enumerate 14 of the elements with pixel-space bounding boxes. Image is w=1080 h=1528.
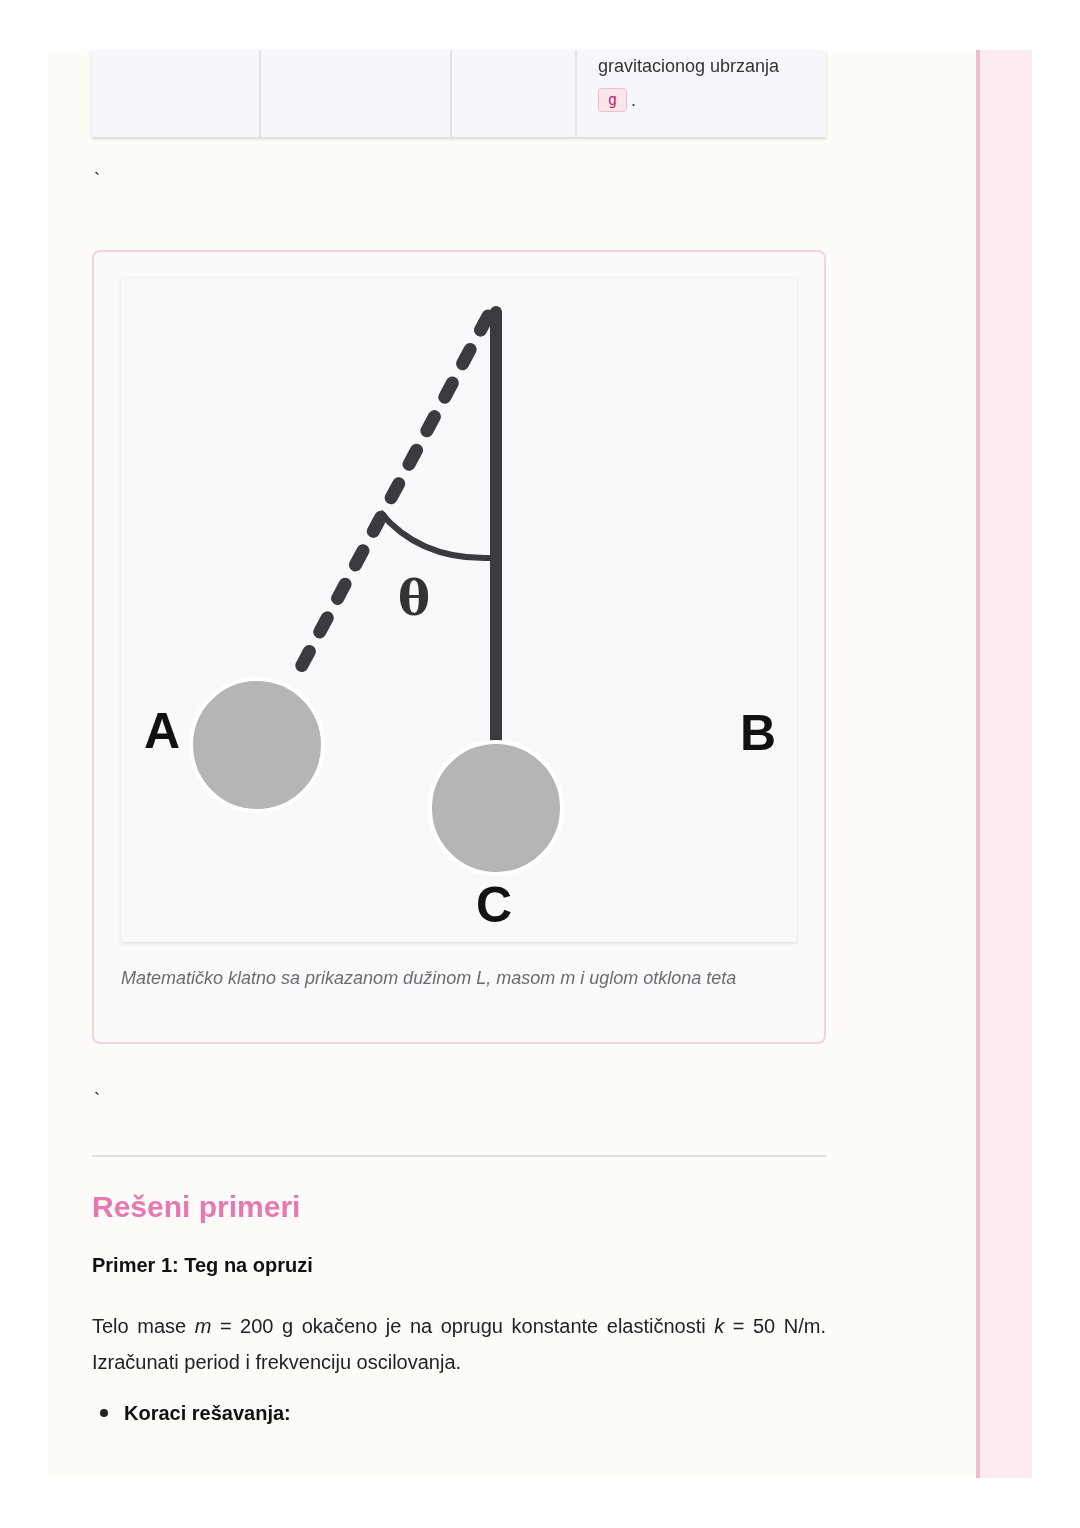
backtick: ` xyxy=(94,1090,100,1111)
paragraph: Telo mase m = 200 g okačeno je na oprugu konstante elastičnosti k = 50 N/m. Izračunati period i frekvenciju oscilovanja. xyxy=(92,1314,826,1375)
table-cell-text: gravitacionog ubrzanja xyxy=(598,56,780,77)
figure-caption: Matematičko klatno sa prikazanom dužinom L, masom m i uglom otklona teta xyxy=(121,968,738,989)
list-item: Koraci rešavanja: xyxy=(124,1402,291,1425)
punctuation: . xyxy=(631,90,636,111)
point-label: B xyxy=(740,704,777,762)
angle-label: θ xyxy=(398,570,430,626)
point-label: A xyxy=(144,702,181,760)
subheading: Primer 1: Teg na opruzi xyxy=(92,1254,313,1277)
backtick: ` xyxy=(94,170,100,191)
section-heading: Rešeni primeri xyxy=(92,1190,301,1224)
code-chip: g xyxy=(598,88,628,112)
point-label: C xyxy=(476,876,513,934)
